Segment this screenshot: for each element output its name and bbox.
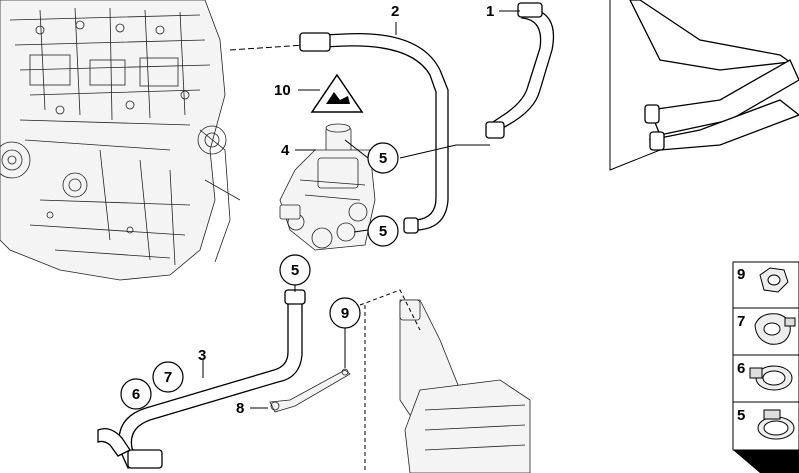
engine-illustration: [0, 0, 241, 281]
svg-text:5: 5: [379, 150, 387, 167]
hose-2: [299, 32, 449, 234]
svg-text:7: 7: [164, 369, 172, 386]
callout-3: 3: [198, 347, 206, 364]
valve-4: [279, 123, 376, 251]
callout-8: 8: [236, 400, 244, 417]
callout-4: 4: [281, 142, 290, 159]
panel-corner: [733, 450, 799, 473]
fastener-panel: 9 7 6 5: [732, 261, 799, 473]
worm-clamp-icon: [757, 409, 795, 440]
hose-1: [485, 2, 555, 139]
hose-clamp-icon: [749, 365, 793, 391]
circled-callout-9: 9: [329, 297, 361, 329]
panel-label-7: 7: [737, 313, 745, 330]
circled-callout-7: 7: [152, 361, 184, 393]
pipes-inset: [609, 0, 799, 171]
svg-text:6: 6: [132, 386, 140, 403]
callout-2: 2: [391, 3, 399, 20]
panel-label-6: 6: [737, 360, 745, 377]
svg-text:5: 5: [379, 223, 387, 240]
circled-callout-5b: 5: [367, 215, 399, 247]
nut-icon: [759, 267, 789, 293]
svg-text:9: 9: [341, 305, 349, 322]
callout-1: 1: [486, 3, 494, 20]
heater-unit: [399, 299, 531, 473]
circled-callout-6: 6: [120, 378, 152, 410]
hose-3: [97, 289, 306, 469]
bracket-8: [269, 328, 351, 413]
warning-sign-10: [310, 73, 364, 113]
svg-text:5: 5: [291, 262, 299, 279]
clamp-icon: [754, 313, 796, 345]
panel-label-9: 9: [737, 266, 745, 283]
panel-label-5: 5: [737, 407, 745, 424]
callout-10: 10: [274, 82, 291, 99]
circled-callout-5a: 5: [367, 142, 399, 174]
circled-callout-5c: 5: [279, 254, 311, 286]
